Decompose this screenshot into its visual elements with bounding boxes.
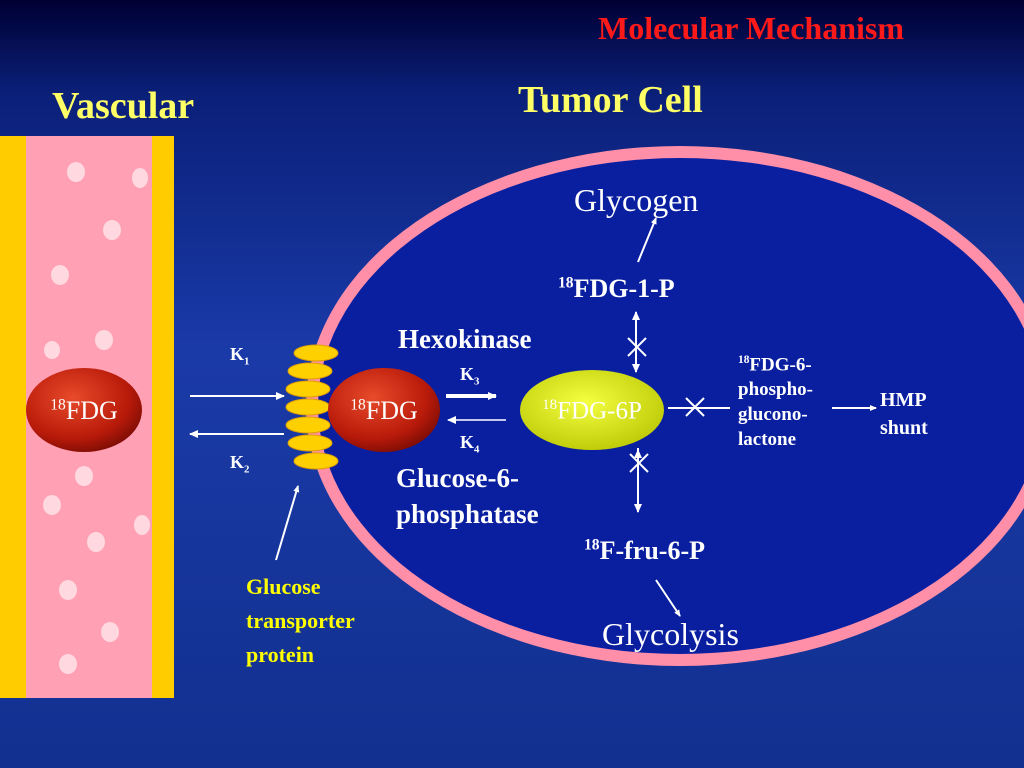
transporter-label: Glucose transporter protein — [246, 574, 355, 667]
k3-label: K3 — [460, 364, 480, 388]
block-x-up — [627, 337, 647, 357]
cell-interior — [318, 158, 1024, 654]
vessel-wall-left — [0, 136, 26, 698]
to-glycolysis-arrow — [655, 579, 681, 617]
blood-dots — [43, 162, 150, 674]
fdg-vascular-oval — [26, 368, 142, 452]
hexokinase-label: Hexokinase — [398, 324, 532, 354]
vessel-wall-right — [152, 136, 174, 698]
glycolysis-label: Glycolysis — [602, 616, 739, 652]
fdg-cell-oval — [328, 368, 440, 452]
fdg-vascular-text: 18FDG — [50, 396, 118, 425]
hmp-shunt-label: HMP shunt — [880, 389, 928, 439]
to-glycogen-arrow — [637, 217, 657, 263]
tumor-cell-label: Tumor Cell — [518, 79, 703, 121]
k4-label: K4 — [460, 432, 480, 456]
k1-label: K1 — [230, 344, 250, 368]
glycogen-label: Glycogen — [574, 182, 699, 218]
vascular-label: Vascular — [52, 85, 195, 127]
fdg6p-text: 18FDG-6P — [542, 396, 642, 425]
transporter-protein — [285, 344, 339, 470]
transporter-pointer — [275, 485, 300, 561]
fdg1p-label: 18FDG-1-P — [558, 274, 675, 303]
g6p-label: Glucose-6- phosphatase — [396, 463, 539, 529]
block-x-right — [685, 397, 705, 417]
lactone-label: 18FDG-6- phospho- glucono- lactone — [738, 354, 813, 451]
fdg-cell-text: 18FDG — [350, 396, 418, 425]
page-title: Molecular Mechanism — [598, 10, 905, 46]
k2-label: K2 — [230, 452, 250, 476]
fdg6p-oval — [520, 370, 664, 450]
fru6p-label: 18F-fru-6-P — [584, 536, 705, 565]
block-x-down — [629, 453, 649, 473]
